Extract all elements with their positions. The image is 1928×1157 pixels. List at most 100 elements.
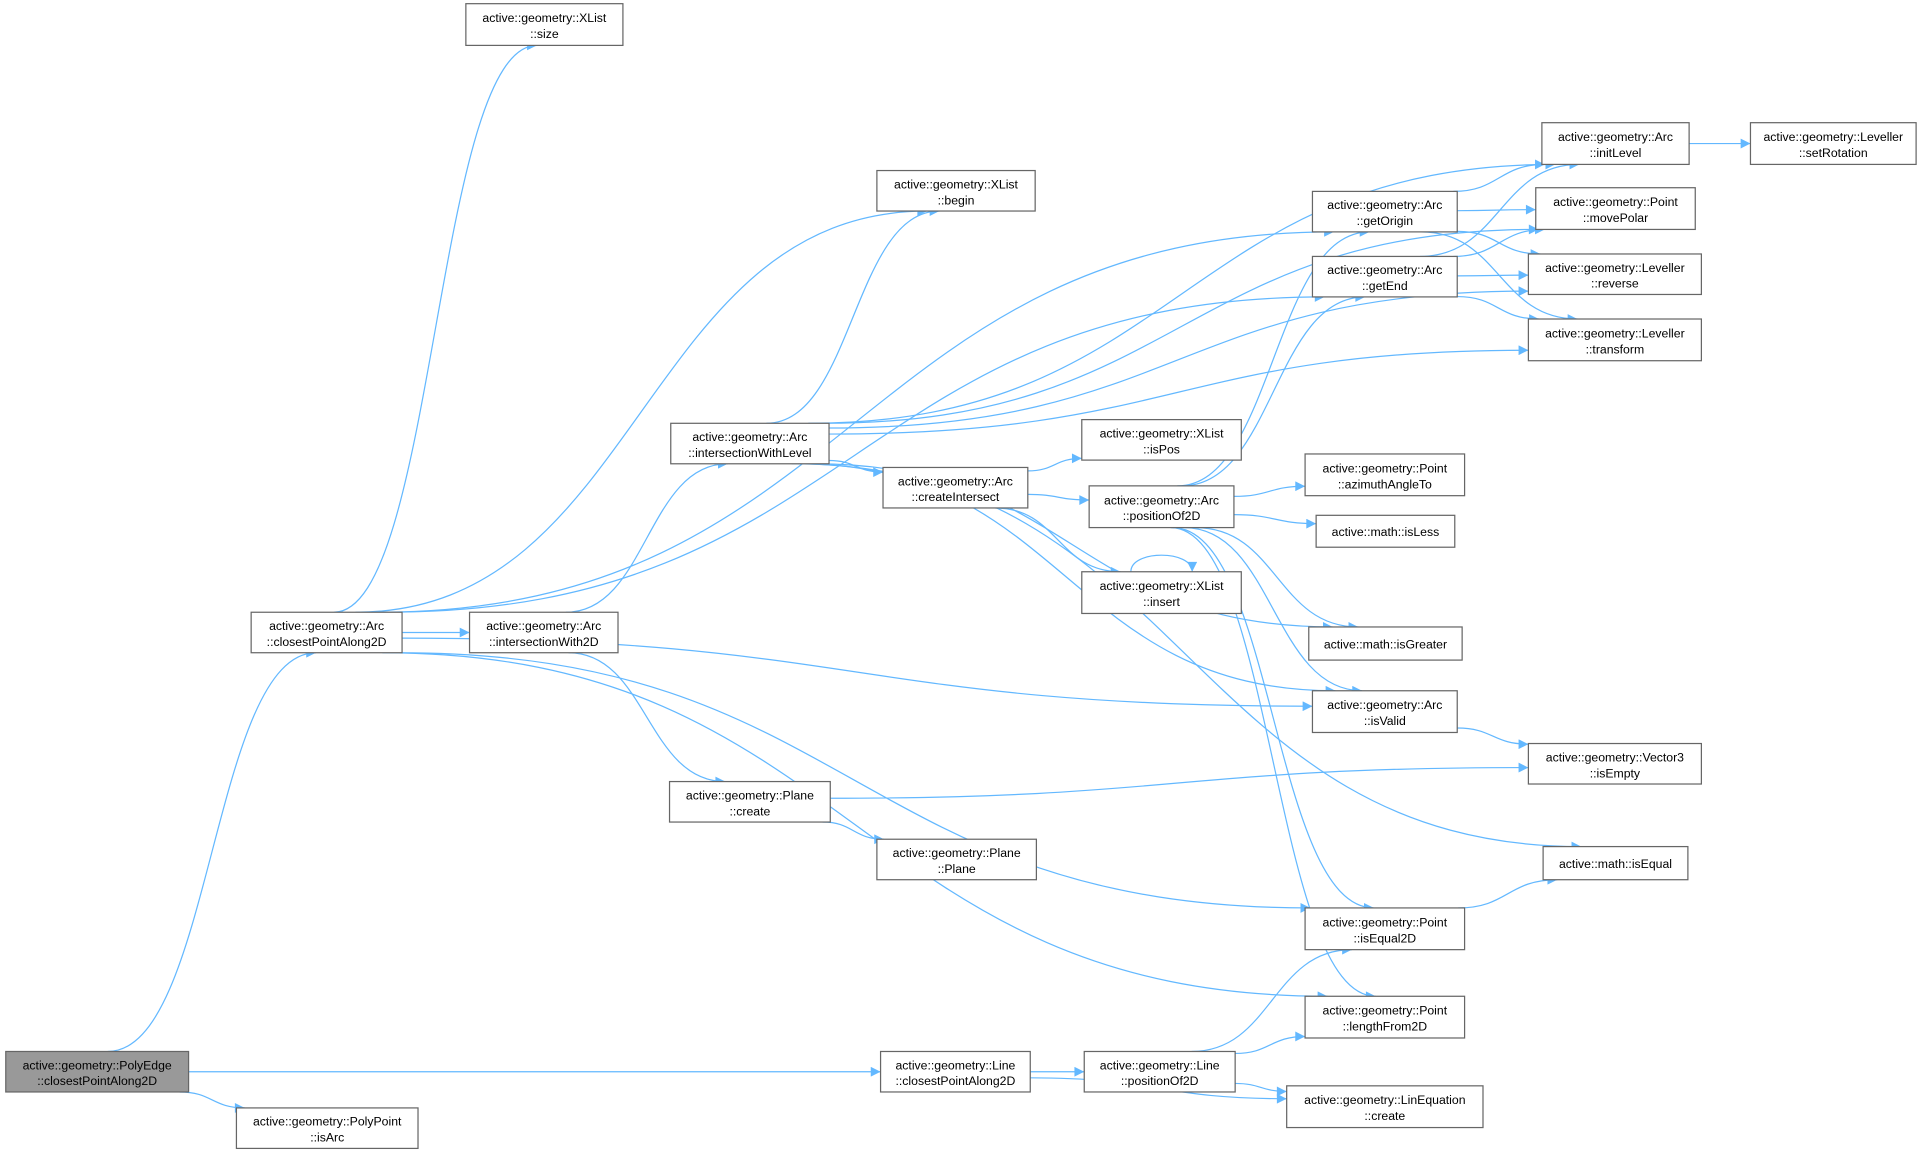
edge-arcClosest-to-xlistBegin <box>355 206 928 613</box>
node-label-line1: active::geometry::XList <box>1100 426 1225 440</box>
edge-arcIntersectionWithLevel-to-levellerReverse <box>829 286 1529 429</box>
node-label-line1: active::geometry::Point <box>1553 195 1678 209</box>
node-label-line2: ::isValid <box>1364 714 1406 728</box>
node-label-line2: ::create <box>729 804 770 818</box>
node-label-line1: active::geometry::Arc <box>1327 698 1442 712</box>
node-label-line1: active::geometry::Plane <box>686 788 814 802</box>
edge-linePositionOf2D-to-pointLengthFrom2D <box>1235 1031 1306 1055</box>
edge-arcGetEnd-to-pointMovePolar <box>1453 224 1545 258</box>
nodes-layer: active::geometry::PolyEdge::closestPoint… <box>5 3 1917 1150</box>
node-label-line1: active::geometry::Line <box>1100 1058 1220 1072</box>
node-label-line1: active::geometry::XList <box>1100 579 1225 593</box>
node-box <box>876 838 1038 881</box>
node-box <box>1304 453 1466 497</box>
node-box <box>1542 845 1689 881</box>
node-label-line1: active::geometry::Point <box>1323 915 1448 929</box>
node-label-line2: ::intersectionWithLevel <box>688 446 811 460</box>
node-math-is-greater[interactable]: active::math::isGreater <box>1308 626 1463 661</box>
node-label-line2: ::isPos <box>1143 442 1180 456</box>
node-label-line2: ::Plane <box>938 862 976 876</box>
edge-arcGetEnd-to-arcInitLevel <box>1419 159 1580 258</box>
node-arc-intersection-with2-d[interactable]: active::geometry::Arc::intersectionWith2… <box>468 611 619 654</box>
edge-arcPositionOf2D-to-pointIsEqual2D <box>1172 526 1374 913</box>
edge-arcPositionOf2D-to-arcGetEnd <box>1181 292 1366 487</box>
edge-polyEdgeClosest-to-polyPointIsArc <box>179 1091 245 1113</box>
node-plane-plane[interactable]: active::geometry::Plane::Plane <box>876 838 1038 881</box>
node-label-line1: active::geometry::Arc <box>1558 130 1673 144</box>
edge-arcPositionOf2D-to-arcGetOrigin <box>1177 227 1370 487</box>
node-label-line1: active::geometry::Leveller <box>1763 130 1903 144</box>
node-label-line2: ::isArc <box>310 1131 344 1145</box>
node-arc-get-origin[interactable]: active::geometry::Arc::getOrigin <box>1311 190 1458 233</box>
node-label-line1: active::geometry::Leveller <box>1545 326 1685 340</box>
node-arc-is-valid[interactable]: active::geometry::Arc::isValid <box>1311 690 1458 734</box>
node-label-line1: active::geometry::Leveller <box>1545 261 1685 275</box>
node-xlist-begin[interactable]: active::geometry::XList::begin <box>876 169 1036 212</box>
node-arc-intersection-with-level[interactable]: active::geometry::Arc::intersectionWithL… <box>670 422 830 465</box>
node-label-line2: ::reverse <box>1591 277 1639 291</box>
node-line-closest[interactable]: active::geometry::Line::closestPointAlon… <box>879 1050 1031 1093</box>
edge-arcCreateIntersect-to-xlistInsert <box>995 507 1121 577</box>
edge-arcIntersectionWithLevel-to-pointMovePolar <box>824 224 1539 424</box>
node-leveller-reverse[interactable]: active::geometry::Leveller::reverse <box>1527 253 1703 296</box>
node-label-line2: ::closestPointAlong2D <box>37 1074 157 1088</box>
node-arc-get-end[interactable]: active::geometry::Arc::getEnd <box>1311 255 1458 298</box>
edge-arcGetEnd-to-levellerReverse <box>1457 270 1529 281</box>
node-arc-init-level[interactable]: active::geometry::Arc::initLevel <box>1541 122 1690 166</box>
node-arc-position-of2-d[interactable]: active::geometry::Arc::positionOf2D <box>1088 485 1235 529</box>
node-box <box>1286 1085 1484 1129</box>
node-box <box>1527 742 1703 785</box>
node-lin-equation-create[interactable]: active::geometry::LinEquation::create <box>1286 1085 1484 1129</box>
node-leveller-transform[interactable]: active::geometry::Leveller::transform <box>1527 318 1703 362</box>
edge-planeCreate-to-planePlane <box>822 821 885 845</box>
edge-arcGetOrigin-to-arcInitLevel <box>1453 159 1545 193</box>
node-plane-create[interactable]: active::geometry::Plane::create <box>668 780 831 823</box>
node-box <box>1081 571 1242 615</box>
node-box <box>1311 690 1458 734</box>
node-math-is-equal[interactable]: active::math::isEqual <box>1542 845 1689 881</box>
node-box <box>668 780 831 823</box>
node-label-line2: ::setRotation <box>1799 146 1868 160</box>
node-arc-closest[interactable]: active::geometry::Arc::closestPointAlong… <box>250 611 403 654</box>
node-label-line2: ::isEmpty <box>1590 766 1641 780</box>
edge-linePositionOf2D-to-linEquationCreate <box>1235 1082 1287 1097</box>
node-box <box>1304 995 1466 1039</box>
node-label-line2: ::azimuthAngleTo <box>1338 477 1432 491</box>
edge-arcGetEnd-to-levellerTransform <box>1457 295 1539 324</box>
node-line-position-of2-d[interactable]: active::geometry::Line::positionOf2D <box>1083 1050 1236 1093</box>
node-label-line2: ::transform <box>1586 342 1645 356</box>
node-leveller-set-rotation[interactable]: active::geometry::Leveller::setRotation <box>1749 122 1917 166</box>
node-point-azimuth[interactable]: active::geometry::Point::azimuthAngleTo <box>1304 453 1466 497</box>
node-box <box>670 422 830 465</box>
node-label-line1: active::math::isLess <box>1332 525 1440 539</box>
node-math-is-less[interactable]: active::math::isLess <box>1315 514 1456 548</box>
node-label-line1: active::geometry::Arc <box>1327 198 1442 212</box>
node-xlist-is-pos[interactable]: active::geometry::XList::isPos <box>1081 418 1242 461</box>
node-label-line1: active::geometry::Arc <box>692 430 807 444</box>
edge-arcIntersectionWithLevel-to-levellerTransform <box>829 345 1529 435</box>
node-xlist-insert[interactable]: active::geometry::XList::insert <box>1081 571 1242 615</box>
node-poly-point-is-arc[interactable]: active::geometry::PolyPoint::isArc <box>235 1107 419 1150</box>
node-arc-create-intersect[interactable]: active::geometry::Arc::createIntersect <box>882 466 1029 509</box>
node-box <box>465 3 624 47</box>
edge-arcPositionOf2D-to-mathIsLess <box>1233 514 1317 529</box>
edge-pointIsEqual2D-to-mathIsEqual <box>1458 874 1558 909</box>
node-label-line2: ::closestPointAlong2D <box>267 635 387 649</box>
node-box <box>1311 190 1458 233</box>
node-box <box>1311 255 1458 298</box>
edge-arcCreateIntersect-to-arcPositionOf2D <box>1027 493 1090 505</box>
node-point-length-from2-d[interactable]: active::geometry::Point::lengthFrom2D <box>1304 995 1466 1039</box>
node-point-move-polar[interactable]: active::geometry::Point::movePolar <box>1535 187 1696 231</box>
edges-layer <box>107 40 1751 1113</box>
node-label-line2: ::positionOf2D <box>1123 509 1201 523</box>
node-box <box>5 1050 190 1093</box>
node-poly-edge-closest[interactable]: active::geometry::PolyEdge::closestPoint… <box>5 1050 190 1093</box>
node-vector3-is-empty[interactable]: active::geometry::Vector3::isEmpty <box>1527 742 1703 785</box>
node-label-line2: ::insert <box>1143 595 1180 609</box>
edge-arcPositionOf2D-to-arcIsValid <box>1184 526 1363 696</box>
node-point-is-equal2-d[interactable]: active::geometry::Point::isEqual2D <box>1304 907 1466 951</box>
node-box <box>250 611 403 654</box>
edge-planeCreate-to-vector3IsEmpty <box>830 762 1529 799</box>
node-xlist-size[interactable]: active::geometry::XList::size <box>465 3 624 47</box>
node-box <box>876 169 1036 212</box>
